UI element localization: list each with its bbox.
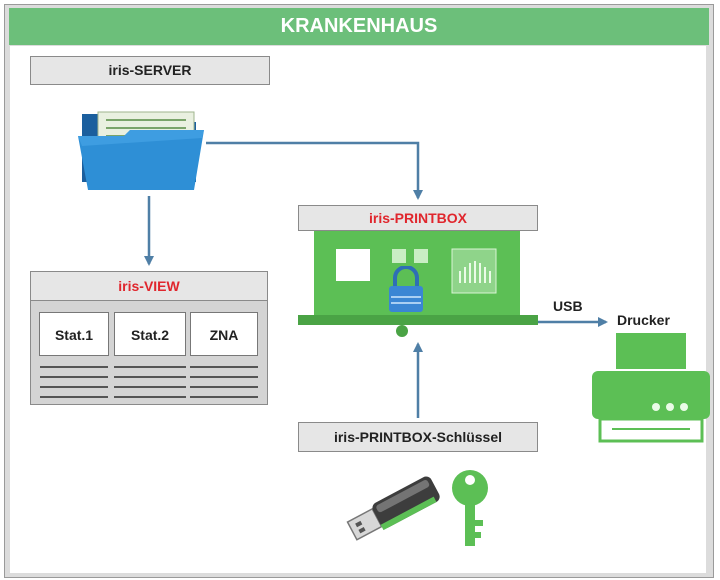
printer-icon: [592, 333, 710, 443]
key-label: iris-PRINTBOX-Schlüssel: [298, 422, 538, 452]
printer-label: Drucker: [617, 312, 670, 328]
station-2-box: Stat.2: [114, 312, 186, 356]
usb-label: USB: [553, 298, 583, 314]
printbox-label: iris-PRINTBOX: [298, 205, 538, 231]
server-label: iris-SERVER: [30, 56, 270, 85]
page-title: KRANKENHAUS: [9, 8, 709, 45]
usb-stick-icon: [346, 476, 440, 541]
view-label: iris-VIEW: [30, 271, 268, 301]
station-zna-box: ZNA: [190, 312, 258, 356]
server-to-printbox-arrow: [206, 141, 423, 200]
station-1-box: Stat.1: [39, 312, 109, 356]
lock-icon: [389, 266, 423, 312]
key-icon: [452, 470, 488, 546]
folder-icon: [78, 111, 204, 190]
